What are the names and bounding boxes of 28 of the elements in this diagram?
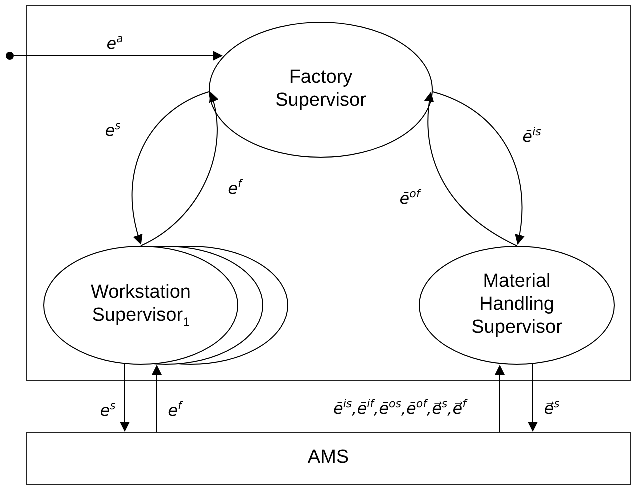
edge-label: e$^{a}$: [106, 34, 124, 52]
arrow: [120, 364, 130, 432]
edge-label: e$^{f}$: [167, 400, 183, 420]
system-box: [26, 432, 631, 485]
edge-label: e$^{s}$: [104, 120, 122, 140]
node-label: Material Handling Supervisor: [470, 271, 564, 340]
start-dot: [6, 52, 14, 60]
edge-label: e$^{s}$: [99, 400, 117, 420]
edge-label: e⃗$^{s}$: [543, 398, 561, 418]
arrow: [495, 365, 505, 432]
edge-label: ē$^{is}$: [522, 126, 542, 146]
node-label: Workstation Supervisor$_{1}$: [90, 282, 192, 329]
arrow: [424, 92, 518, 246]
node-label: AMS: [308, 447, 350, 470]
edge-label: ē$^{is}$,ē$^{if}$,ē$^{os}$,ē$^{of}$,e⃗$^{s}$,e⃗$^{f}$: [332, 398, 468, 418]
arrow: [432, 92, 524, 245]
system-boundary: [26, 5, 631, 381]
stacked-ellipse: [43, 246, 289, 365]
arrow: [14, 51, 223, 61]
arrow: [132, 92, 210, 245]
arrow: [528, 364, 538, 432]
ellipse-node: [419, 246, 615, 365]
edge-label: e$^{f}$: [227, 178, 243, 198]
node-label: Factory Supervisor: [274, 67, 368, 113]
arrow: [140, 92, 218, 246]
arrow: [152, 365, 162, 432]
ellipse-node: [209, 22, 433, 158]
edge-label: ē$^{of}$: [398, 188, 422, 208]
